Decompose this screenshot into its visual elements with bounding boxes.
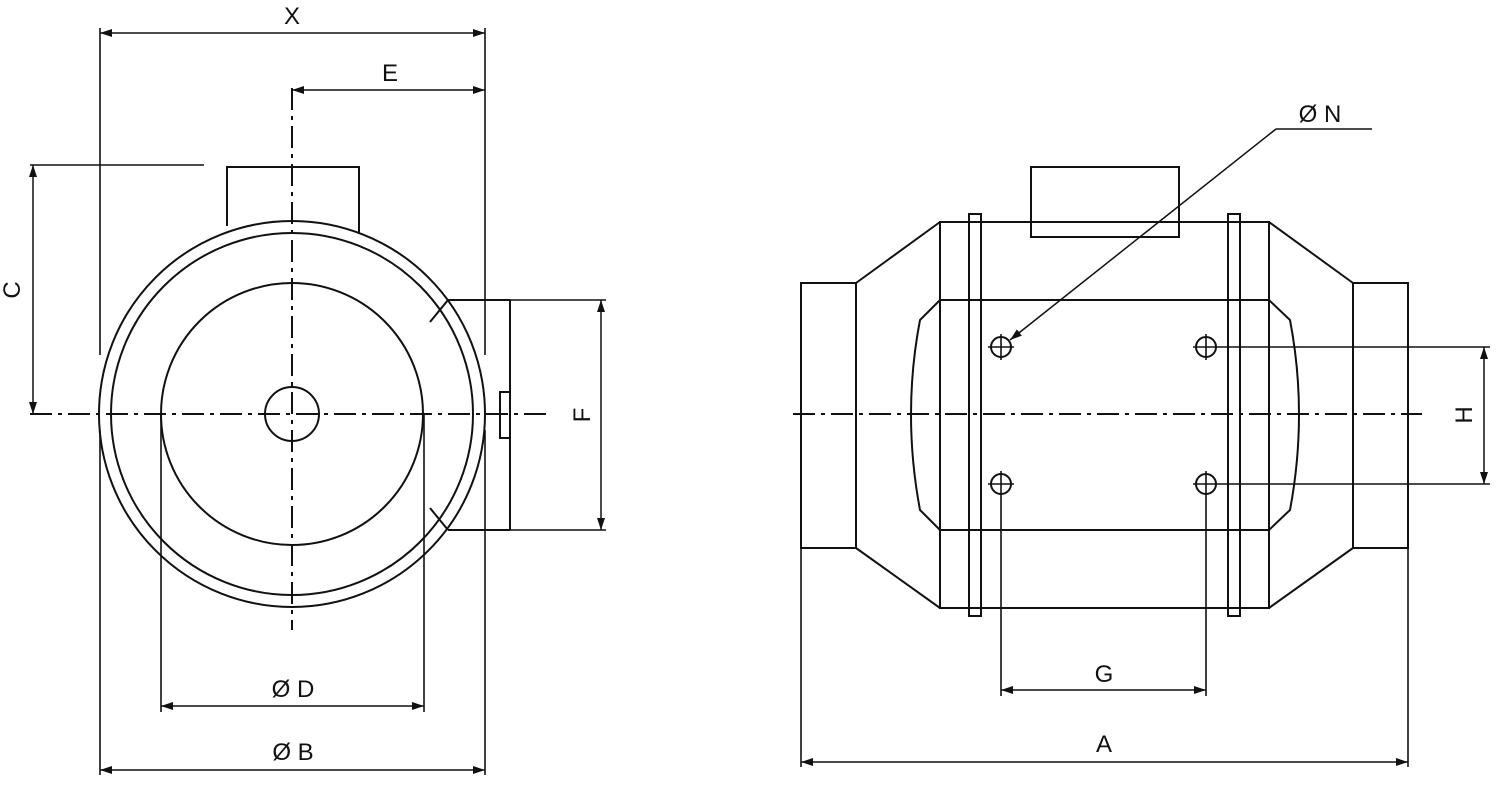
dim-a-label: A [1096, 731, 1112, 758]
dim-g-label: G [1095, 661, 1114, 688]
dim-b-label: Ø B [272, 739, 313, 766]
dim-d-label: Ø D [272, 676, 315, 703]
left-spigot [800, 282, 857, 549]
dim-e-label: E [382, 60, 398, 87]
side-terminal-box [1030, 166, 1180, 238]
dim-h-label: H [1451, 406, 1478, 423]
dim-f-label: F [569, 408, 596, 423]
left-clamp-flange [968, 213, 982, 617]
dim-n-leader [1009, 128, 1277, 341]
dim-n-label: Ø N [1299, 101, 1342, 128]
mounting-hole [988, 471, 1014, 497]
mounting-hole [1193, 334, 1219, 360]
dim-x-label: X [284, 3, 300, 30]
mounting-plate [910, 299, 1300, 531]
right-spigot [1352, 282, 1409, 549]
side-view: Ø N H G A [793, 101, 1490, 767]
mounting-hole [1193, 471, 1219, 497]
dim-c-label: C [0, 281, 26, 298]
front-view: X E C F Ø D Ø B [0, 3, 606, 775]
mounting-hole [988, 334, 1014, 360]
